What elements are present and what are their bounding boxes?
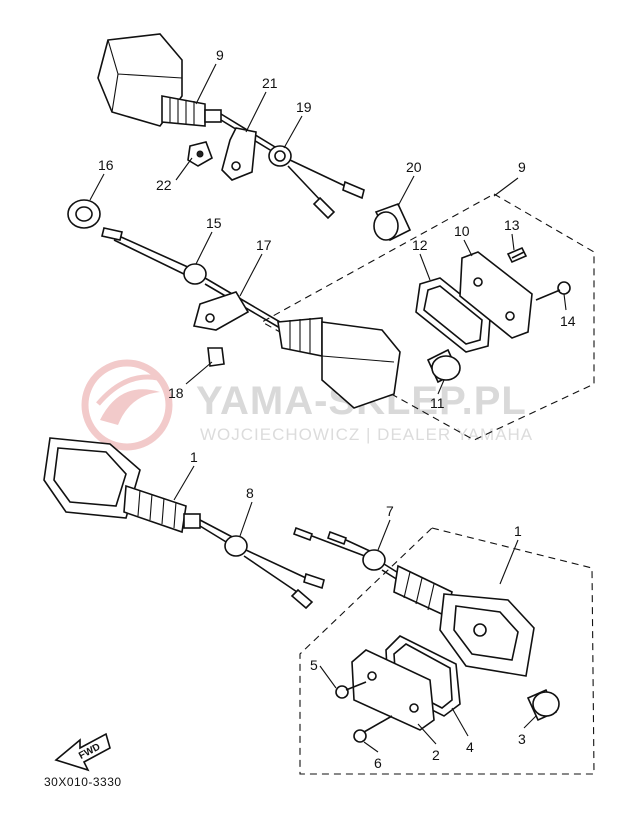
bracket-21 xyxy=(221,127,257,181)
callout-7: 7 xyxy=(386,503,394,519)
watermark-logo-icon xyxy=(81,359,173,451)
callout-17: 17 xyxy=(256,237,272,253)
callout-3: 3 xyxy=(518,731,526,747)
grommet-16 xyxy=(67,199,101,229)
callout-5: 5 xyxy=(310,657,318,673)
watermark-tagline: WOJCIECHOWICZ | DEALER YAMAHA xyxy=(200,425,533,444)
callout-labels: 9 21 19 16 22 20 9 15 17 13 10 12 14 18 … xyxy=(98,47,576,771)
callout-9-box: 9 xyxy=(518,159,526,175)
callout-20: 20 xyxy=(406,159,422,175)
flasher-lower-left xyxy=(43,437,325,610)
callout-11: 11 xyxy=(430,395,445,411)
gasket-12 xyxy=(415,277,491,353)
flasher-lower-right xyxy=(292,526,535,677)
group-box-lens-assembly-bottom xyxy=(299,527,595,775)
callout-1-left: 1 xyxy=(190,449,198,465)
leader-lines xyxy=(89,63,567,753)
callout-9-top: 9 xyxy=(216,47,224,63)
bulb-3 xyxy=(526,688,560,722)
callout-12: 12 xyxy=(412,237,428,253)
cap-20 xyxy=(373,202,412,242)
callout-1-right: 1 xyxy=(514,523,522,539)
screw-6 xyxy=(353,715,393,743)
grommet-19 xyxy=(268,145,365,220)
watermark: YAMA-SKLEP.PL WOJCIECHOWICZ | DEALER YAM… xyxy=(81,359,533,451)
flasher-middle xyxy=(101,227,401,409)
callout-21: 21 xyxy=(262,75,278,91)
flasher-upper-left xyxy=(97,33,281,157)
nut-22 xyxy=(187,141,213,167)
lens-2 xyxy=(351,649,435,731)
lens-10 xyxy=(459,251,533,339)
callout-6: 6 xyxy=(374,755,382,771)
callout-18: 18 xyxy=(168,385,184,401)
bulb-11 xyxy=(426,348,461,384)
callout-8: 8 xyxy=(246,485,254,501)
callout-16: 16 xyxy=(98,157,114,173)
callout-14: 14 xyxy=(560,313,576,329)
diagram-code: 30X010-3330 xyxy=(44,775,122,789)
callout-13: 13 xyxy=(504,217,520,233)
group-box-lens-assembly-top xyxy=(260,193,595,441)
callout-19: 19 xyxy=(296,99,312,115)
callout-22: 22 xyxy=(156,177,172,193)
callout-10: 10 xyxy=(454,223,470,239)
callout-4: 4 xyxy=(466,739,474,755)
screw-13 xyxy=(506,246,528,264)
callout-15: 15 xyxy=(206,215,222,231)
fwd-arrow-icon: FWD xyxy=(54,732,111,772)
screw-5 xyxy=(335,681,367,699)
callout-2: 2 xyxy=(432,747,440,763)
